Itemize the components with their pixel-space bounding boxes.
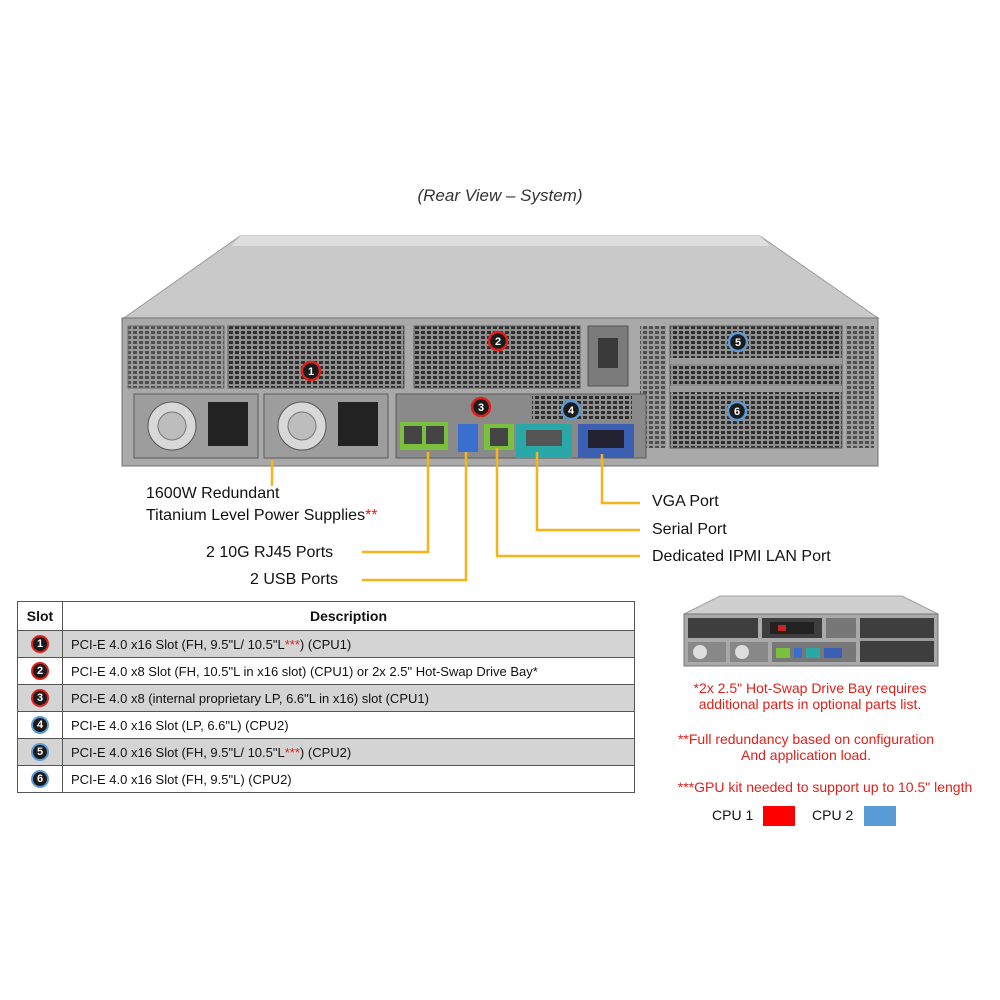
legend-cpu1-swatch bbox=[763, 806, 795, 826]
table-row: 6 PCI-E 4.0 x16 Slot (FH, 9.5"L) (CPU2) bbox=[17, 765, 635, 793]
table-row: 1 PCI-E 4.0 x16 Slot (FH, 9.5"L/ 10.5"L**… bbox=[17, 630, 635, 658]
ipmi-lan-port-label: Dedicated IPMI LAN Port bbox=[652, 548, 831, 565]
note-redundancy: **Full redundancy based on configuration… bbox=[656, 731, 956, 763]
slot-marker-6: 6 bbox=[726, 400, 748, 422]
rj45-ports-label: 2 10G RJ45 Ports bbox=[206, 544, 334, 561]
slot-marker-2: 2 bbox=[487, 330, 509, 352]
table-row: 5 PCI-E 4.0 x16 Slot (FH, 9.5"L/ 10.5"L**… bbox=[17, 738, 635, 766]
slot-cell: 6 bbox=[17, 765, 63, 793]
description-text: ) (CPU1) bbox=[299, 636, 352, 652]
psu-label-line1: 1600W Redundant bbox=[146, 485, 280, 502]
description-cell: PCI-E 4.0 x16 Slot (FH, 9.5"L) (CPU2) bbox=[62, 765, 635, 793]
svg-text:4: 4 bbox=[568, 405, 575, 417]
note-drive-bay-line2: additional parts in optional parts list. bbox=[698, 696, 922, 712]
table-row: 4 PCI-E 4.0 x16 Slot (LP, 6.6"L) (CPU2) bbox=[17, 711, 635, 739]
description-text: PCI-E 4.0 x16 Slot (LP, 6.6"L) (CPU2) bbox=[71, 717, 289, 733]
description-text: PCI-E 4.0 x16 Slot (FH, 9.5"L/ 10.5"L bbox=[71, 744, 285, 760]
slot-number-badge: 5 bbox=[31, 743, 49, 761]
slot-cell: 4 bbox=[17, 711, 63, 739]
description-column-header: Description bbox=[62, 601, 635, 631]
slot-cell: 5 bbox=[17, 738, 63, 766]
system-thumbnail-illustration bbox=[683, 595, 939, 667]
note-drive-bay-line1: *2x 2.5" Hot-Swap Drive Bay requires bbox=[693, 680, 927, 696]
footnote-mark: *** bbox=[284, 636, 300, 652]
slot-marker-1: 1 bbox=[300, 360, 322, 382]
note-gpu-kit: ***GPU kit needed to support up to 10.5"… bbox=[677, 779, 973, 795]
description-cell: PCI-E 4.0 x16 Slot (FH, 9.5"L/ 10.5"L***… bbox=[62, 630, 635, 658]
svg-text:2: 2 bbox=[495, 336, 501, 348]
vga-port-label: VGA Port bbox=[652, 493, 719, 510]
description-cell: PCI-E 4.0 x16 Slot (LP, 6.6"L) (CPU2) bbox=[62, 711, 635, 739]
slot-number-badge: 6 bbox=[31, 770, 49, 788]
slot-column-header: Slot bbox=[17, 601, 63, 631]
slot-number-badge: 1 bbox=[31, 635, 49, 653]
svg-text:6: 6 bbox=[734, 406, 740, 418]
svg-text:3: 3 bbox=[478, 402, 484, 414]
description-text: ) (CPU2) bbox=[299, 744, 352, 760]
slot-cell: 2 bbox=[17, 657, 63, 685]
description-text: PCI-E 4.0 x16 Slot (FH, 9.5"L/ 10.5"L bbox=[71, 636, 285, 652]
slot-number-badge: 3 bbox=[31, 689, 49, 707]
note-redundancy-line2: And application load. bbox=[741, 747, 871, 763]
serial-port-label: Serial Port bbox=[652, 521, 727, 538]
note-drive-bay: *2x 2.5" Hot-Swap Drive Bay requires add… bbox=[660, 680, 960, 712]
description-cell: PCI-E 4.0 x8 (internal proprietary LP, 6… bbox=[62, 684, 635, 712]
slot-marker-5: 5 bbox=[727, 331, 749, 353]
legend-cpu2-label: CPU 2 bbox=[812, 807, 854, 823]
description-cell: PCI-E 4.0 x16 Slot (FH, 9.5"L/ 10.5"L***… bbox=[62, 738, 635, 766]
psu-label-text: Titanium Level Power Supplies bbox=[146, 507, 366, 524]
description-text: PCI-E 4.0 x8 Slot (FH, 10.5"L in x16 slo… bbox=[71, 663, 538, 679]
svg-text:5: 5 bbox=[735, 337, 741, 349]
description-text: PCI-E 4.0 x8 (internal proprietary LP, 6… bbox=[71, 690, 429, 706]
table-row: 2 PCI-E 4.0 x8 Slot (FH, 10.5"L in x16 sl… bbox=[17, 657, 635, 685]
slot-cell: 1 bbox=[17, 630, 63, 658]
footnote-mark: *** bbox=[284, 744, 300, 760]
slot-cell: 3 bbox=[17, 684, 63, 712]
slot-marker-3: 3 bbox=[470, 396, 492, 418]
svg-text:1: 1 bbox=[308, 366, 314, 378]
note-redundancy-line1: **Full redundancy based on configuration bbox=[677, 731, 935, 747]
view-title: (Rear View – System) bbox=[417, 186, 583, 205]
usb-ports-label: 2 USB Ports bbox=[250, 571, 339, 588]
psu-label-line2: Titanium Level Power Supplies** bbox=[146, 507, 378, 525]
slot-number-badge: 4 bbox=[31, 716, 49, 734]
psu-footnote-mark: ** bbox=[365, 507, 378, 524]
table-row: 3 PCI-E 4.0 x8 (internal proprietary LP, … bbox=[17, 684, 635, 712]
slot-marker-4: 4 bbox=[560, 399, 582, 421]
chassis-rear-illustration: 1 2 3 4 5 6 bbox=[121, 235, 880, 582]
description-cell: PCI-E 4.0 x8 Slot (FH, 10.5"L in x16 slo… bbox=[62, 657, 635, 685]
description-text: PCI-E 4.0 x16 Slot (FH, 9.5"L) (CPU2) bbox=[71, 771, 292, 787]
legend-cpu2-swatch bbox=[864, 806, 896, 826]
legend-cpu1-label: CPU 1 bbox=[712, 807, 754, 823]
slot-number-badge: 2 bbox=[31, 662, 49, 680]
